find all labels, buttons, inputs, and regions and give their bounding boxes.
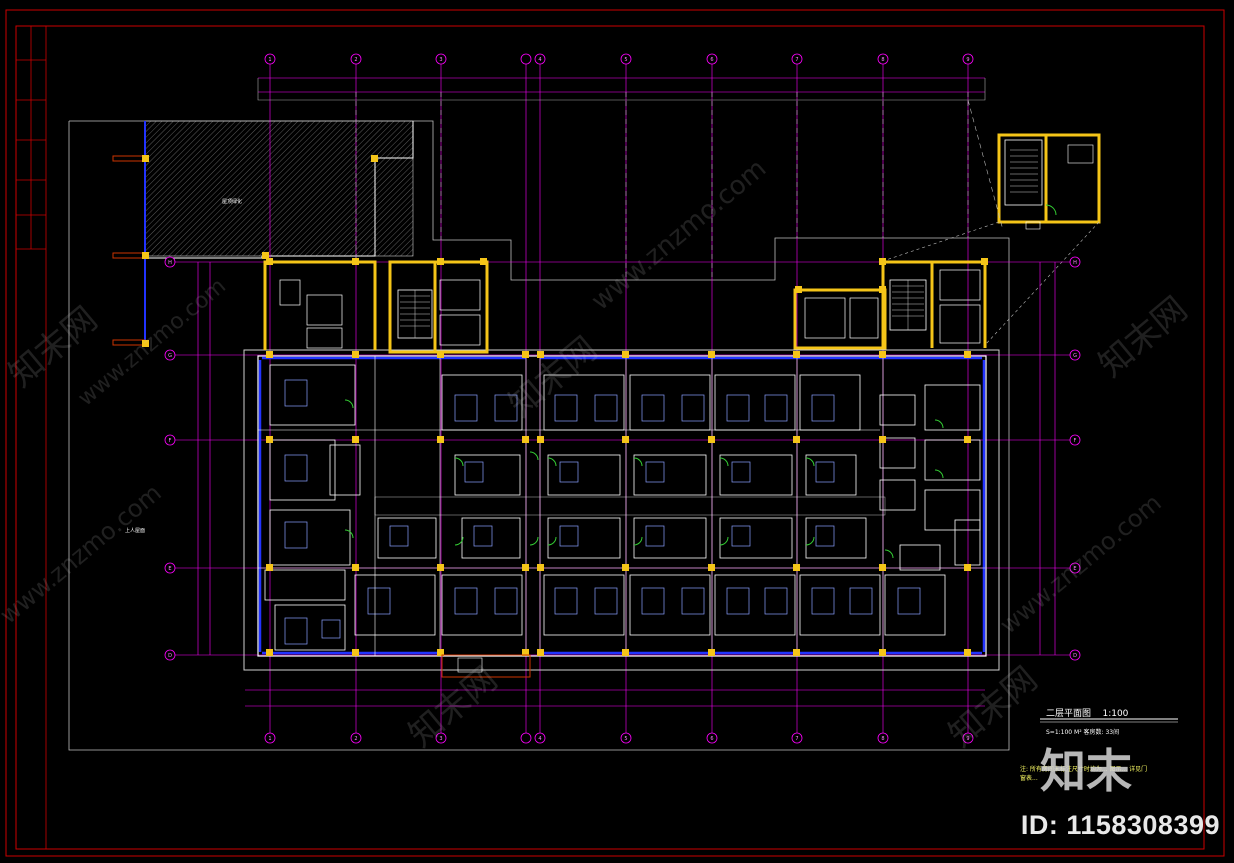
core-left-stair [397, 289, 433, 339]
axis-label-bottom-2: 3 [439, 736, 442, 742]
drawing-notes: 注: 所有房间未标注尺寸时均为... 图示... 详见门窗表... [1020, 766, 1148, 782]
axis-label-right-3: E [1073, 566, 1076, 572]
axis-label-bottom-3: 4 [538, 736, 541, 742]
drawing-title-text: 二层平面图 [1046, 709, 1092, 719]
roof-garden-label: 屋顶绿化 [222, 198, 242, 205]
furniture-upper [454, 394, 835, 483]
drawing-frame-inner [15, 25, 1205, 850]
upper-roof-outline [257, 78, 986, 101]
guest-rooms-lower [354, 517, 946, 636]
axis-label-bottom-7: 8 [881, 736, 884, 742]
core-right-rooms [804, 269, 981, 344]
roof-slope-line [967, 99, 1004, 231]
axis-label-left-2: F [169, 438, 172, 444]
drawing-title: 二层平面图 1:100 [1046, 706, 1128, 719]
axis-label-left-0: H [168, 260, 172, 266]
image-id-label: ID: 1158308399 [1020, 810, 1220, 840]
left-title-strip [16, 26, 47, 849]
structural-columns [142, 155, 988, 656]
axis-label-top-1: 2 [354, 57, 357, 63]
drawing-scale: 1:100 [1102, 709, 1129, 719]
site-boundary [68, 120, 1010, 751]
axis-label-top-6: 7 [795, 57, 798, 63]
axis-label-bottom-6: 7 [795, 736, 798, 742]
partitions [258, 356, 985, 656]
roof-dashed-lines [355, 92, 969, 280]
stair-bar-1 [112, 155, 146, 162]
axis-label-right-0: H [1073, 260, 1077, 266]
entrance-canopy [441, 654, 531, 678]
drawing-scale-row: S=1:100 M² 客房数: 33间 [1046, 729, 1120, 736]
stair-bar-3 [112, 339, 146, 346]
building-inner-wall [257, 355, 987, 657]
furniture-lower [367, 525, 921, 615]
axis-label-top-2: 3 [439, 57, 442, 63]
axis-label-bottom-0: 1 [268, 736, 271, 742]
core-right-stair [889, 279, 927, 331]
door-swings [344, 399, 944, 559]
glass-facade [258, 356, 986, 655]
brand-logo: 知末 [1040, 744, 1132, 798]
axis-label-right-2: F [1074, 438, 1077, 444]
core-left-rooms [279, 279, 481, 349]
axis-label-bottom-8: 9 [966, 736, 969, 742]
axis-label-left-1: G [168, 353, 172, 359]
axis-label-top-5: 6 [710, 57, 713, 63]
small-area-label: 上人屋面 [125, 527, 145, 534]
axis-label-left-3: E [168, 566, 171, 572]
axis-bubbles-top [164, 53, 1081, 744]
detail-leader-1 [879, 221, 1000, 263]
axis-label-right-1: G [1073, 353, 1077, 359]
axis-label-bottom-4: 5 [624, 736, 627, 742]
entrance-door [457, 657, 483, 673]
drawing-frame-outer [5, 9, 1225, 857]
axis-label-top-4: 5 [624, 57, 627, 63]
roof-garden-hatch [144, 120, 414, 257]
core-right [793, 260, 987, 350]
axis-label-top-0: 1 [268, 57, 271, 63]
right-wing-rooms [879, 384, 981, 571]
axis-label-top-8: 9 [966, 57, 969, 63]
corridor [374, 496, 886, 516]
core-left [263, 260, 489, 354]
axis-label-top-7: 8 [881, 57, 884, 63]
stair-detail-box [997, 133, 1101, 230]
building-outline [243, 349, 1000, 671]
axis-label-right-4: D [1073, 653, 1077, 659]
stair-bar-2 [112, 252, 146, 259]
axis-label-bottom-1: 2 [354, 736, 357, 742]
roof-garden-edge [144, 121, 414, 259]
axis-label-top-3: 4 [538, 57, 541, 63]
axis-label-bottom-5: 6 [710, 736, 713, 742]
left-wing-rooms [264, 364, 361, 651]
detail-leader-2 [984, 221, 1100, 346]
left-wing-furniture [284, 379, 341, 645]
axis-label-left-4: D [168, 653, 172, 659]
